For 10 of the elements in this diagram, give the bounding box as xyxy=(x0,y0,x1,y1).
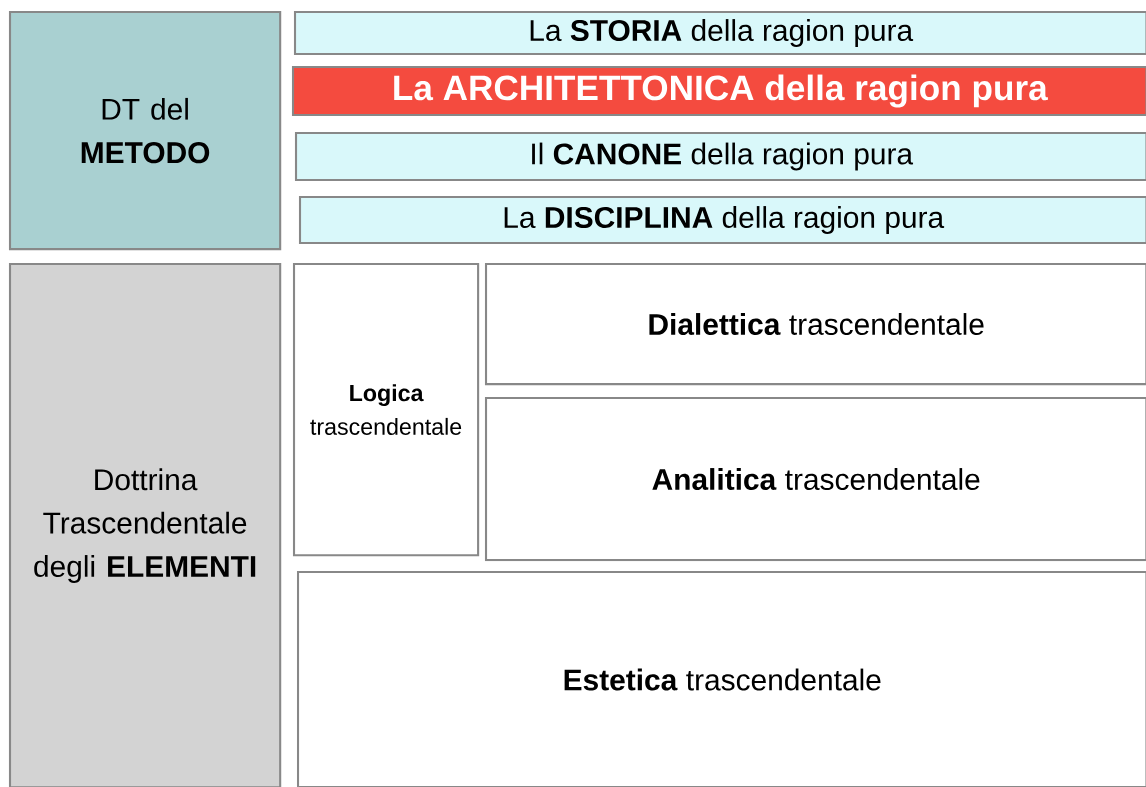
part-box: Logica trascendentale xyxy=(292,262,480,557)
chapter-bar: Il CANONE della ragion pura xyxy=(294,131,1146,182)
part-box: Dialettica trascendentale xyxy=(484,262,1146,386)
section-box: DT del METODO xyxy=(8,10,282,251)
chapter-bar: La DISCIPLINA della ragion pura xyxy=(298,195,1146,245)
part-box: Analitica trascendentale xyxy=(484,396,1146,562)
chapter-bar: La ARCHITETTONICA della ragion pura xyxy=(291,65,1146,117)
part-box: Estetica trascendentale xyxy=(296,570,1146,787)
chapter-bar: La STORIA della ragion pura xyxy=(293,10,1146,56)
section-box: Dottrina Trascendentale degli ELEMENTI xyxy=(8,262,282,787)
